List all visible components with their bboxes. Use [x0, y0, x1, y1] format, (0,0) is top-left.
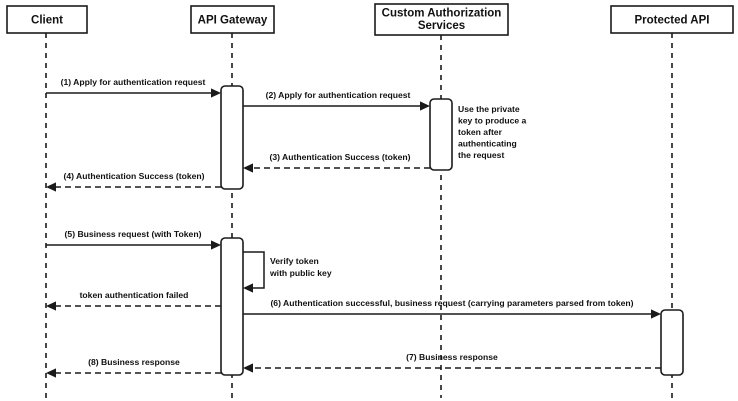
lifeline-dashes	[45, 33, 673, 398]
message-4-label: (4) Authentication Success (token)	[63, 171, 204, 181]
message-5-label: (5) Business request (with Token)	[65, 229, 202, 239]
message-6-label: (6) Authentication successful, business …	[270, 298, 633, 308]
message-4[interactable]: (4) Authentication Success (token)	[46, 171, 221, 192]
participant-box-protectedapi[interactable]	[610, 5, 734, 34]
participant-label-gateway: API Gateway	[198, 15, 268, 27]
message-1[interactable]: (1) Apply for authentication request	[46, 77, 221, 98]
message-7[interactable]: (7) Business response	[243, 352, 661, 373]
message-token-auth-failed[interactable]: token authentication failed	[46, 290, 221, 311]
message-token-auth-failed-label: token authentication failed	[80, 290, 189, 300]
message-4-arrowhead	[46, 182, 56, 192]
message-3[interactable]: (3) Authentication Success (token)	[243, 152, 430, 173]
message-1-arrowhead	[211, 88, 221, 98]
message-6[interactable]: (6) Authentication successful, business …	[243, 298, 661, 319]
message-1-label: (1) Apply for authentication request	[61, 77, 206, 87]
message-8-label: (8) Business response	[88, 357, 180, 367]
note-private-key-line-4: authenticating	[458, 139, 517, 149]
participant-box-authservice[interactable]	[374, 3, 509, 36]
activation-gateway-business	[220, 237, 244, 376]
message-8-arrowhead	[46, 368, 56, 378]
note-private-key-line-1: Use the private	[458, 104, 520, 114]
participant-label-client: Client	[31, 15, 63, 27]
participant-box-client[interactable]	[6, 5, 88, 34]
note-private-key-line-2: key to produce a	[458, 116, 527, 126]
message-7-label: (7) Business response	[406, 352, 498, 362]
participant-protectedapi[interactable]: Protected API	[610, 5, 734, 34]
message-8[interactable]: (8) Business response	[46, 357, 221, 378]
activation-protectedapi	[660, 309, 684, 376]
participant-label-protectedapi: Protected API	[635, 15, 710, 27]
participant-authservice[interactable]: Custom Authorization Services	[374, 3, 509, 36]
note-private-key-line-5: the request	[458, 150, 504, 160]
self-message-verify-token-label-line2: with public key	[269, 268, 332, 278]
participant-label-authservice-line2: Services	[418, 20, 465, 32]
message-token-auth-failed-arrowhead	[46, 301, 56, 311]
message-2[interactable]: (2) Apply for authentication request	[243, 90, 430, 111]
message-3-label: (3) Authentication Success (token)	[269, 152, 410, 162]
participant-label-authservice-line1: Custom Authorization	[382, 8, 502, 20]
message-6-arrowhead	[651, 309, 661, 319]
note-private-key: Use the private key to produce a token a…	[458, 104, 527, 160]
self-message-verify-token-path	[243, 251, 265, 289]
message-5-arrowhead	[211, 240, 221, 250]
message-7-arrowhead	[243, 363, 253, 373]
message-3-arrowhead	[243, 163, 253, 173]
participant-gateway[interactable]: API Gateway	[190, 5, 275, 34]
message-5[interactable]: (5) Business request (with Token)	[46, 229, 221, 250]
message-2-arrowhead	[420, 101, 430, 111]
participant-box-gateway[interactable]	[190, 5, 275, 34]
activation-gateway-auth	[220, 85, 244, 190]
note-private-key-line-3: token after	[458, 127, 503, 137]
participant-client[interactable]: Client	[6, 5, 88, 34]
message-2-label: (2) Apply for authentication request	[266, 90, 411, 100]
self-message-verify-token-label-line1: Verify token	[270, 256, 319, 266]
self-message-verify-token-arrowhead	[243, 283, 253, 293]
self-message-verify-token[interactable]: Verify token with public key	[243, 251, 332, 293]
activation-bars	[220, 85, 684, 376]
activation-authservice	[429, 98, 453, 171]
